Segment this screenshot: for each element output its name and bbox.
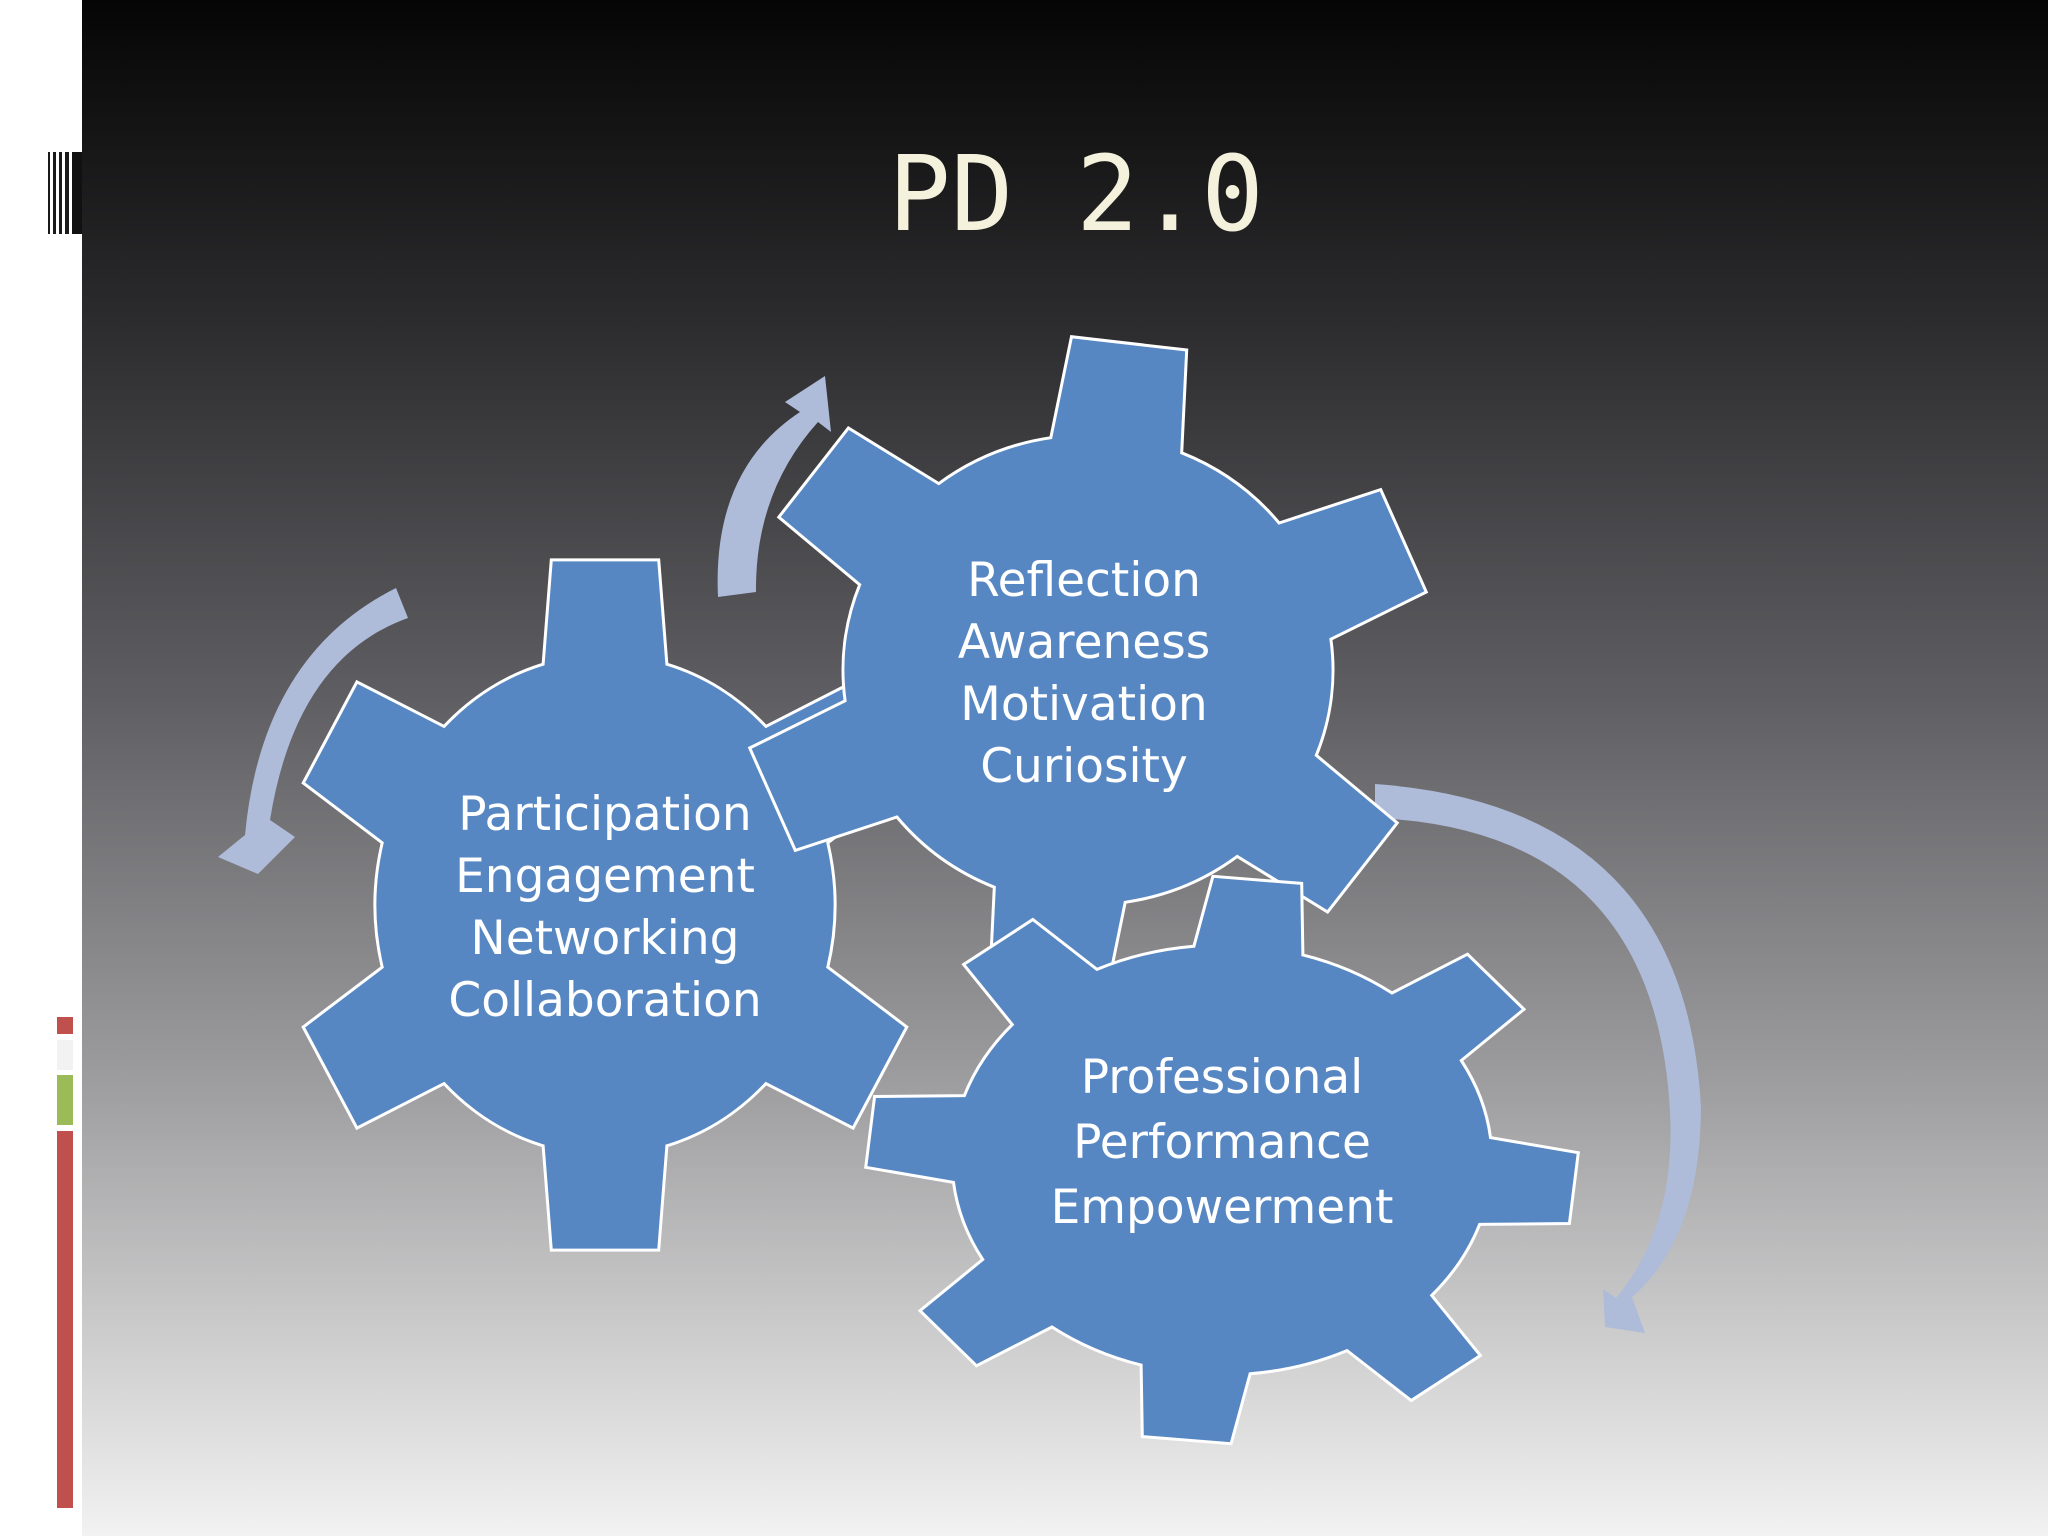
accent-bars bbox=[57, 1017, 73, 1508]
gear-reflection-label-4: Curiosity bbox=[980, 739, 1188, 794]
arrow-left bbox=[218, 588, 408, 874]
gear-reflection-label-1: Reflection bbox=[967, 553, 1201, 608]
gear-reflection: Reflection Awareness Motivation Curiosit… bbox=[747, 335, 1429, 1005]
gear-participation-label-2: Engagement bbox=[455, 849, 755, 904]
gear-participation-label-1: Participation bbox=[458, 787, 751, 842]
gear-professional-label-3: Empowerment bbox=[1051, 1180, 1394, 1235]
slide-title: PD 2.0 bbox=[888, 133, 1264, 255]
gear-professional-label-1: Professional bbox=[1081, 1050, 1363, 1105]
gear-reflection-label-2: Awareness bbox=[958, 615, 1210, 670]
gear-participation-label-3: Networking bbox=[471, 911, 740, 966]
gear-professional-shape bbox=[864, 874, 1580, 1446]
accent-gap bbox=[57, 1040, 73, 1070]
gear-reflection-shape bbox=[747, 335, 1429, 1005]
arrow-top bbox=[717, 376, 831, 597]
gear-professional: Professional Performance Empowerment bbox=[864, 874, 1580, 1446]
gear-participation: Participation Engagement Networking Coll… bbox=[301, 558, 909, 1252]
barcode-ornament bbox=[48, 152, 82, 234]
arrow-right bbox=[1375, 784, 1701, 1333]
gear-professional-label-2: Performance bbox=[1073, 1115, 1371, 1170]
gear-reflection-label-3: Motivation bbox=[960, 677, 1207, 732]
gear-participation-label-4: Collaboration bbox=[448, 973, 761, 1028]
accent-green bbox=[57, 1075, 73, 1125]
accent-red-tall bbox=[57, 1131, 73, 1508]
accent-red-small bbox=[57, 1017, 73, 1034]
gear-participation-shape bbox=[301, 558, 909, 1252]
